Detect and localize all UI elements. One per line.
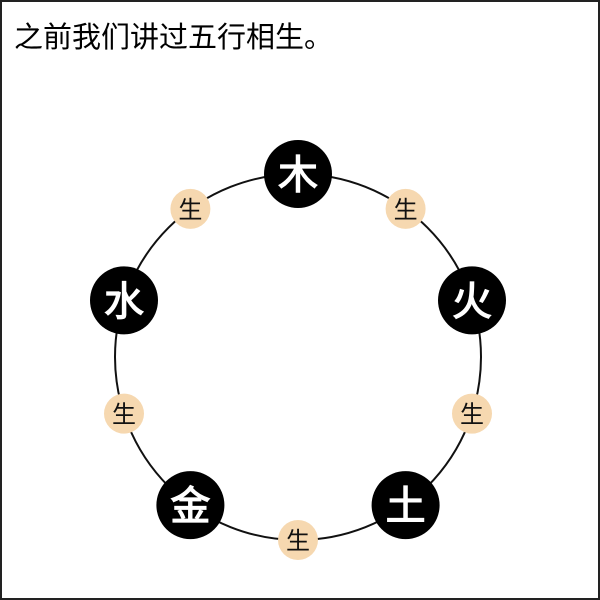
relation-label: 生 [394, 196, 418, 224]
element-circle [264, 140, 332, 208]
relation-badge [278, 520, 318, 560]
element-circle [438, 266, 506, 335]
element-label: 水 [104, 278, 145, 325]
element-label: 金 [169, 483, 211, 530]
element-node-metal: 金 [156, 471, 225, 540]
relation-label: 生 [460, 401, 484, 429]
element-circle [371, 471, 440, 540]
element-node-earth: 土 [371, 471, 440, 540]
element-node-water: 水 [90, 266, 158, 335]
relation-badge [385, 188, 426, 229]
relation-metal-to-water: 生 [104, 393, 144, 434]
caption-text: 之前我们讲过五行相生。 [14, 20, 334, 54]
relation-wood-to-fire: 生 [385, 188, 426, 229]
relation-label: 生 [178, 196, 202, 224]
relation-badge [170, 188, 211, 229]
element-label: 木 [278, 152, 318, 199]
element-circle [156, 471, 225, 540]
relation-earth-to-metal: 生 [278, 520, 318, 560]
relation-water-to-wood: 生 [170, 188, 211, 229]
relation-label: 生 [286, 527, 310, 555]
relation-badge [104, 393, 144, 434]
element-label: 火 [452, 278, 492, 325]
relation-label: 生 [112, 401, 136, 429]
relation-fire-to-earth: 生 [452, 393, 492, 434]
elements-layer: 木火土 金 水 [90, 140, 506, 540]
element-label: 土 [386, 483, 426, 530]
element-node-wood: 木 [264, 140, 332, 208]
element-circle [90, 266, 158, 335]
relation-badge [452, 393, 492, 434]
element-node-fire: 火 [438, 266, 506, 335]
